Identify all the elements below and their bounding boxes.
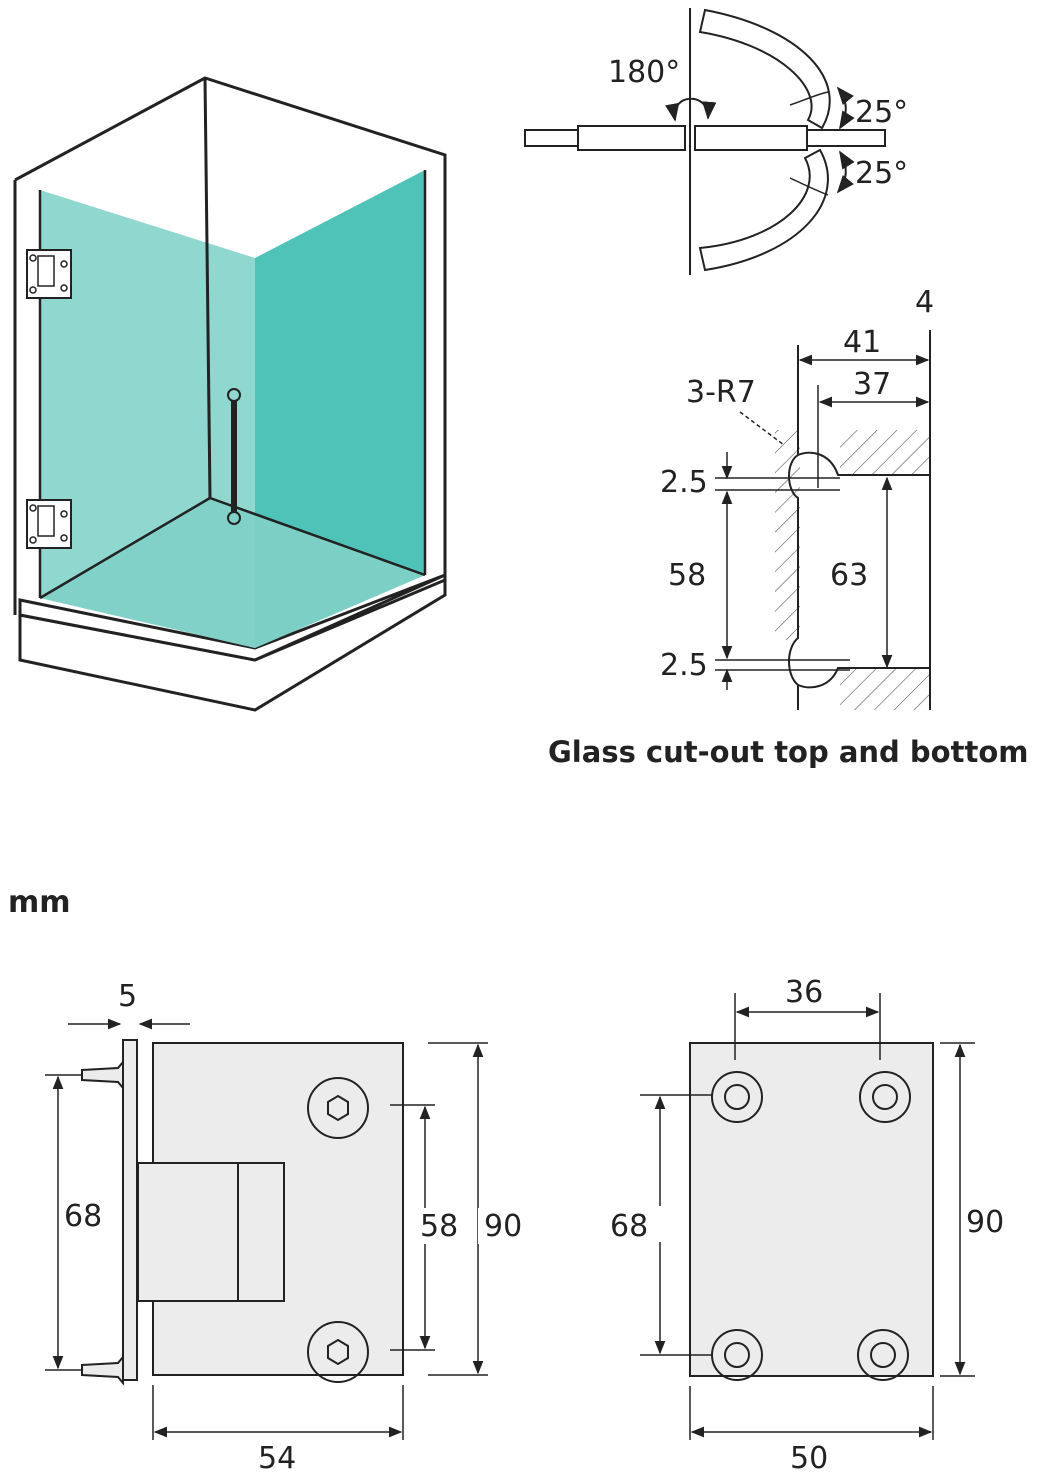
outer-width-label: 41 [843,325,881,360]
cutout-caption: Glass cut-out top and bottom [548,735,1028,769]
back-hole-spacing-label: 68 [610,1209,648,1244]
outer-height-label: 63 [830,558,868,593]
glass-cutout-detail: 4 41 37 3-R7 2.5 58 2.5 63 Glass cut-out… [548,285,1028,769]
screw-spacing-label: 68 [64,1199,102,1234]
hinge-back-view: 36 68 90 50 [608,975,1017,1474]
gap-top-label: 2.5 [660,465,708,500]
hole-pitch-label: 36 [785,975,823,1010]
height-label: 90 [484,1209,522,1244]
inner-width-label: 37 [853,367,891,402]
bolt-top [307,1077,369,1139]
lower-swing-label: 25° [855,156,908,191]
back-height-label: 90 [966,1205,1004,1240]
hole-top-left [711,1071,763,1123]
width-label: 54 [258,1441,296,1474]
hole-spacing-label: 58 [420,1209,458,1244]
gap-bottom-label: 2.5 [660,648,708,683]
thickness-label: 4 [915,285,934,320]
upper-swing-label: 25° [855,95,908,130]
bolt-bottom [307,1321,369,1383]
plate-thickness-label: 5 [118,979,137,1014]
back-width-label: 50 [790,1441,828,1474]
open-angle-label: 180° [608,55,680,90]
unit-label: mm [8,885,71,920]
wall-hinge-bottom [26,499,72,549]
hole-bottom-right [857,1329,909,1381]
hole-top-right [859,1071,911,1123]
hinge-front-view: 5 68 58 90 54 [45,979,530,1474]
inner-height-label: 58 [668,558,706,593]
rotation-diagram: 180° 25° 25° [524,8,908,275]
wall-plate [122,1039,138,1381]
door-handle [227,388,241,525]
radius-label: 3-R7 [686,375,756,410]
mounting-plate [689,1042,934,1377]
hinge-knuckle [137,1162,285,1302]
wall-hinge-top [26,249,72,299]
shower-enclosure-illustration [13,76,447,712]
